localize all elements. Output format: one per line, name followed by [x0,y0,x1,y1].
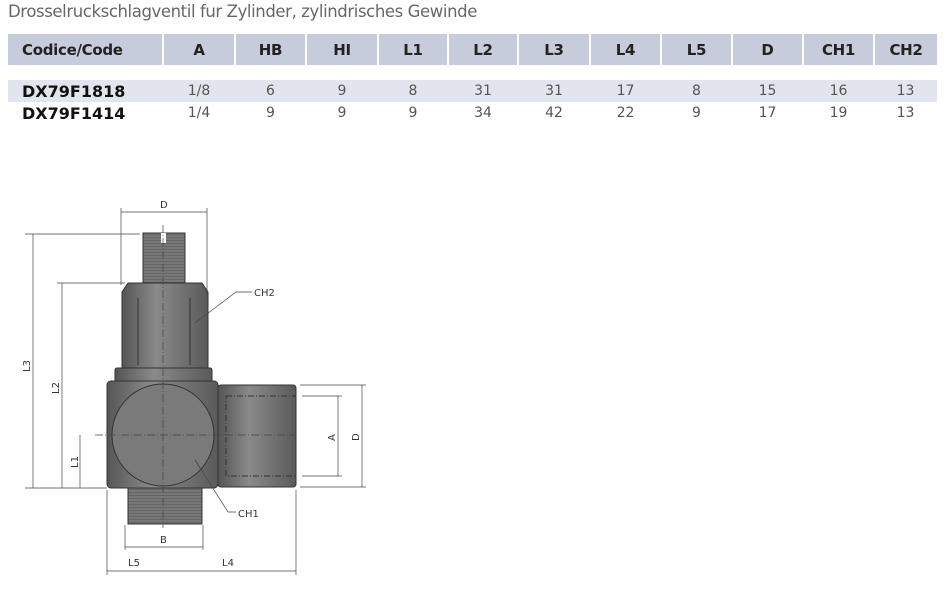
cell: 13 [874,80,937,102]
valve-technical-drawing: D CH2 L3 L2 L1 A D CH1 B L5 L4 [22,200,366,575]
cell: 9 [337,105,347,121]
cell: 22 [616,105,635,121]
bottom-thread [127,487,203,525]
hex-nut-ch2 [121,282,209,369]
code-cell: DX79F1818 [8,80,163,102]
code-cell: DX79F1414 [22,103,126,123]
callout-ch1: CH1 [238,509,259,520]
cell: 9 [266,105,275,121]
cell: 8 [378,80,448,102]
header-cell: L4 [590,34,662,65]
header-cell: HI [306,34,379,65]
dim-label-l1: L1 [70,456,81,468]
cell: 19 [829,105,848,121]
cell: 13 [896,105,915,121]
cell: 17 [758,105,777,121]
dim-label-d-side: D [351,433,362,441]
cell: 1/4 [187,105,211,121]
cell: 15 [732,80,803,102]
dim-label-b: B [160,535,167,546]
dim-label-l2: L2 [51,382,62,394]
cell: 8 [661,80,732,102]
table-row: DX79F1414 1/4 9 9 9 34 42 22 9 17 19 13 [8,102,937,124]
table-row: DX79F1818 1/8 6 9 8 31 31 17 8 15 16 13 [8,80,937,102]
cell: 34 [474,105,492,121]
cell: 31 [448,80,518,102]
dim-label-l4: L4 [222,558,234,569]
cell: 9 [306,80,378,102]
header-cell: L3 [518,34,591,65]
callout-ch2: CH2 [254,288,275,299]
header-cell: HB [235,34,307,65]
header-cell: CH2 [874,34,937,65]
cell: 9 [692,105,701,121]
side-port [217,384,297,488]
header-cell: L2 [448,34,519,65]
dim-label-d-top: D [160,200,168,211]
header-cell: CH1 [803,34,875,65]
cell: 6 [235,80,306,102]
cell: 16 [803,80,874,102]
header-cell: A [163,34,236,65]
collar [114,367,213,383]
dim-label-l5: L5 [128,558,140,569]
header-cell: D [732,34,804,65]
header-cell: L1 [378,34,449,65]
page-title: Drosselruckschlagventil fur Zylinder, zy… [8,2,477,21]
header-cell: Codice/Code [8,34,164,65]
header-cell: L5 [661,34,733,65]
cell: 42 [545,105,563,121]
dimensions-table: Codice/Code A HB HI L1 L2 L3 L4 L5 D CH1… [8,34,937,124]
cell: 9 [408,105,418,121]
cell: 17 [590,80,661,102]
cell: 1/8 [163,80,235,102]
dim-label-a: A [327,434,338,441]
table-header-row: Codice/Code A HB HI L1 L2 L3 L4 L5 D CH1… [8,34,937,65]
dim-label-l3: L3 [22,360,33,372]
cell: 31 [518,80,590,102]
